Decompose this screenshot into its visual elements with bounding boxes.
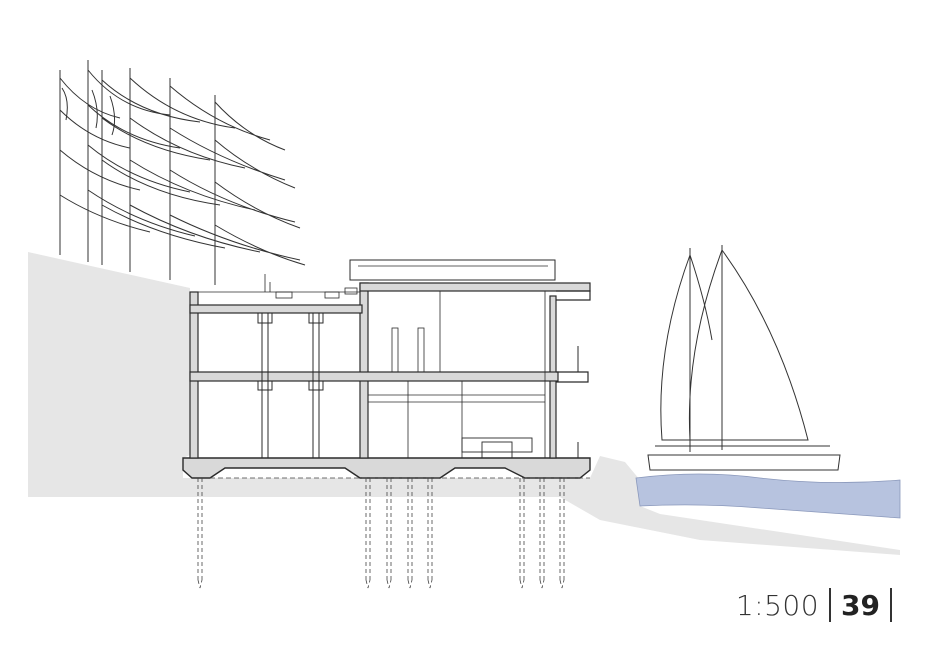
page-footer: 1:500 39 (736, 585, 902, 625)
footer-divider (829, 588, 832, 622)
water (635, 473, 901, 519)
piles (197, 477, 590, 589)
foundation-slab (182, 457, 591, 479)
building-section (182, 259, 591, 479)
page-number: 39 (841, 588, 880, 622)
footer-divider-end (890, 588, 892, 622)
trees (59, 60, 306, 285)
terrain (28, 252, 900, 555)
sailboat (647, 245, 841, 471)
scale-label: 1:500 (735, 588, 820, 622)
